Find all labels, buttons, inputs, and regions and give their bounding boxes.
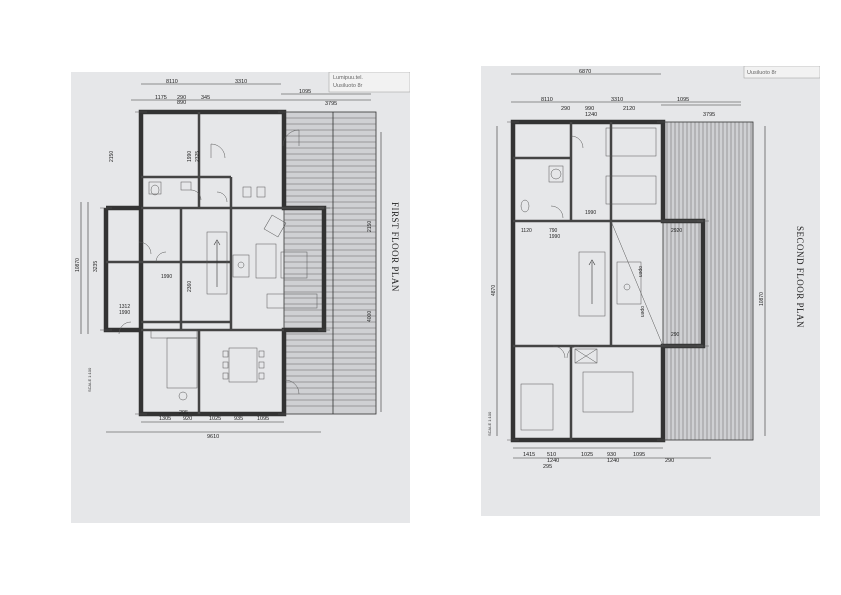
sf-dim-side-5: 1990 [549, 234, 560, 240]
ff-dim-top-6: 890 [177, 100, 186, 106]
ff-dim-top-3: 1095 [299, 89, 311, 95]
ff-dim-bottom-2: 920 [183, 416, 192, 422]
ff-dim-bottom-1: 1305 [159, 416, 171, 422]
sf-doors [550, 135, 584, 359]
ff-dim-bottom-4: 935 [234, 416, 243, 422]
first-floor-plan-drawing: Lumipuu.tel. Uusiluoto 8r 8110 3310 1095… [75, 72, 410, 440]
sf-dim-bottom-4: 1025 [581, 452, 593, 458]
ff-dim-side-11: 4000 [367, 311, 373, 322]
sf-dim-top-1: 6870 [579, 69, 591, 75]
ff-dim-top-7: 345 [201, 95, 210, 101]
ff-dim-side-4: 1990 [187, 151, 193, 162]
sf-dim-top-6: 990 [585, 106, 594, 112]
sf-dim-side-10: 290 [671, 332, 680, 338]
ff-dim-side-3: 2325 [195, 151, 201, 162]
sf-dim-side-3: 1120 [521, 228, 532, 234]
ff-dim-side-5: 3235 [93, 261, 99, 272]
sf-dim-bottom-7: 1095 [633, 452, 645, 458]
ff-dim-side-8: 1312 [119, 304, 130, 310]
sf-dim-side-9: open [639, 306, 645, 317]
sf-dim-top-5: 290 [561, 106, 570, 112]
sf-walls [507, 119, 709, 443]
ff-dim-bottom-7: 9610 [207, 434, 219, 440]
sf-dim-bottom-1: 1415 [523, 452, 535, 458]
sf-dim-top-8: 2120 [623, 106, 635, 112]
ff-dim-side-2: 2150 [109, 151, 115, 162]
ff-dim-top-8: 3795 [325, 101, 337, 107]
ff-dim-bottom-3: 1025 [209, 416, 221, 422]
sf-dim-side-1: 10870 [759, 292, 765, 306]
sf-dim-bottom-8: 295 [543, 464, 552, 470]
ff-dim-bottom-6: 295 [179, 410, 188, 416]
first-floor-plan-sheet: Lumipuu.tel. Uusiluoto 8r 8110 3310 1095… [71, 72, 410, 523]
sf-scale: SCALE 1:100 [487, 411, 492, 436]
ff-dim-side-9: 1990 [119, 310, 130, 316]
ff-plan-title: FIRST FLOOR PLAN [390, 202, 400, 292]
sf-roof-hatch [662, 121, 754, 441]
ff-dim-side-6: 2360 [187, 281, 193, 292]
sf-dim-top-7: 1240 [585, 112, 597, 118]
sf-dim-top-3: 3310 [611, 97, 623, 103]
sf-stamp-line-1: Uusiluoto 8r [747, 70, 777, 76]
sf-dim-side-6: 2920 [671, 228, 682, 234]
ff-dim-bottom-5: 1095 [257, 416, 269, 422]
sf-dim-side-8: open [637, 266, 643, 277]
sf-plan-title: SECOND FLOOR PLAN [795, 226, 805, 328]
sf-dim-bottom-2: 510 [547, 452, 556, 458]
ff-walls [100, 109, 330, 417]
sf-dim-side-4: 790 [549, 228, 558, 234]
sf-dim-side-7: 1990 [585, 210, 596, 216]
sf-dim-bottom-9: 290 [665, 458, 674, 464]
ff-scale: SCALE 1:100 [87, 367, 92, 392]
sf-dim-bottom-5: 930 [607, 452, 616, 458]
ff-doors [118, 129, 300, 395]
sf-dim-bottom-6: 1240 [607, 458, 619, 464]
sf-dim-bottom-3: 1240 [547, 458, 559, 464]
second-floor-plan-sheet: Uusiluoto 8r 6870 8110 3310 1095 290 990… [481, 66, 820, 516]
ff-dim-side-1: 10870 [75, 258, 81, 272]
second-floor-plan-drawing: Uusiluoto 8r 6870 8110 3310 1095 290 990… [487, 66, 820, 470]
ff-dim-side-10: 2150 [367, 221, 373, 232]
sf-dim-top-2: 8110 [541, 97, 553, 103]
ff-dim-top-5: 290 [177, 95, 186, 101]
first-floor-stamp-line-1: Lumipuu.tel. [333, 75, 363, 81]
sf-dim-top-4: 1095 [677, 97, 689, 103]
first-floor-stamp-line-2: Uusiluoto 8r [333, 83, 363, 89]
sf-dim-top-9: 3795 [703, 112, 715, 118]
ff-terrace-hatch [283, 111, 377, 415]
ff-dim-top-2: 3310 [235, 79, 247, 85]
ff-dim-top-4: 1175 [155, 95, 167, 101]
ff-dim-side-7: 1990 [161, 274, 172, 280]
sf-dim-side-2: 4870 [491, 285, 497, 296]
ff-dim-top-1: 8110 [166, 79, 178, 85]
